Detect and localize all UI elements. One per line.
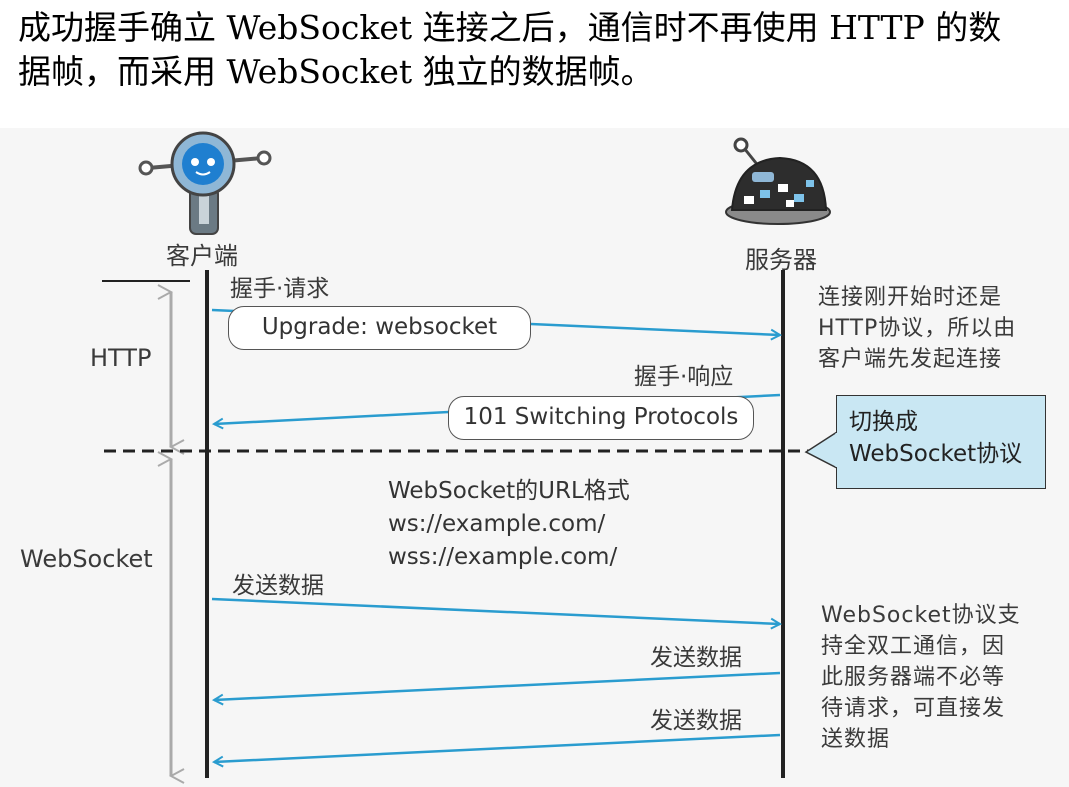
- handshake-response-title: 握手·响应: [634, 364, 734, 390]
- send-data-label-2: 发送数据: [650, 645, 742, 671]
- robot-icon: [138, 131, 272, 235]
- http-note-line: 客户端先发起连接: [818, 347, 1003, 372]
- duplex-note-line: 此服务器端不必等: [821, 665, 1006, 690]
- url-format-title: WebSocket的URL格式: [388, 478, 630, 504]
- wss-url: wss://example.com/: [388, 544, 618, 570]
- callout-line: WebSocket协议: [849, 441, 1023, 467]
- send-data-label-3: 发送数据: [650, 708, 742, 734]
- switch-protocol-callout: 切换成 WebSocket协议: [836, 395, 1046, 489]
- full-duplex-note: WebSocket协议支 持全双工通信，因 此服务器端不必等 待请求，可直接发 …: [821, 600, 1021, 755]
- http-start-note: 连接刚开始时还是 HTTP协议，所以由 客户端先发起连接: [818, 282, 1016, 375]
- intro-paragraph: 成功握手确立 WebSocket 连接之后，通信时不再使用 HTTP 的数 据帧…: [18, 6, 1058, 94]
- data-arrow-client-to-server: [211, 597, 780, 624]
- ws-url: ws://example.com/: [388, 511, 606, 537]
- server-label: 服务器: [745, 246, 817, 274]
- url-format-block: WebSocket的URL格式 ws://example.com/ wss://…: [388, 475, 630, 574]
- websocket-phase-label: WebSocket: [20, 545, 153, 573]
- http-phase-label: HTTP: [90, 344, 152, 372]
- duplex-note-line: WebSocket协议支: [821, 603, 1021, 628]
- intro-line-1: 成功握手确立 WebSocket 连接之后，通信时不再使用 HTTP 的数: [18, 8, 1002, 47]
- callout-line: 切换成: [849, 409, 918, 435]
- http-note-line: HTTP协议，所以由: [818, 316, 1017, 341]
- turtle-robot-icon: [725, 137, 831, 225]
- http-note-line: 连接刚开始时还是: [818, 285, 1003, 310]
- duplex-note-line: 持全双工通信，因: [821, 634, 1006, 659]
- intro-line-2: 据帧，而采用 WebSocket 独立的数据帧。: [18, 52, 654, 91]
- handshake-request-title: 握手·请求: [230, 276, 330, 302]
- duplex-note-line: 待请求，可直接发: [821, 696, 1006, 721]
- upgrade-header-pill: Upgrade: websocket: [228, 306, 531, 350]
- data-arrow-server-to-client-2: [214, 733, 781, 762]
- client-label: 客户端: [166, 242, 238, 270]
- data-arrow-server-to-client-1: [214, 671, 781, 700]
- switching-protocols-pill: 101 Switching Protocols: [448, 396, 754, 440]
- send-data-label-1: 发送数据: [232, 573, 324, 599]
- duplex-note-line: 送数据: [821, 727, 891, 752]
